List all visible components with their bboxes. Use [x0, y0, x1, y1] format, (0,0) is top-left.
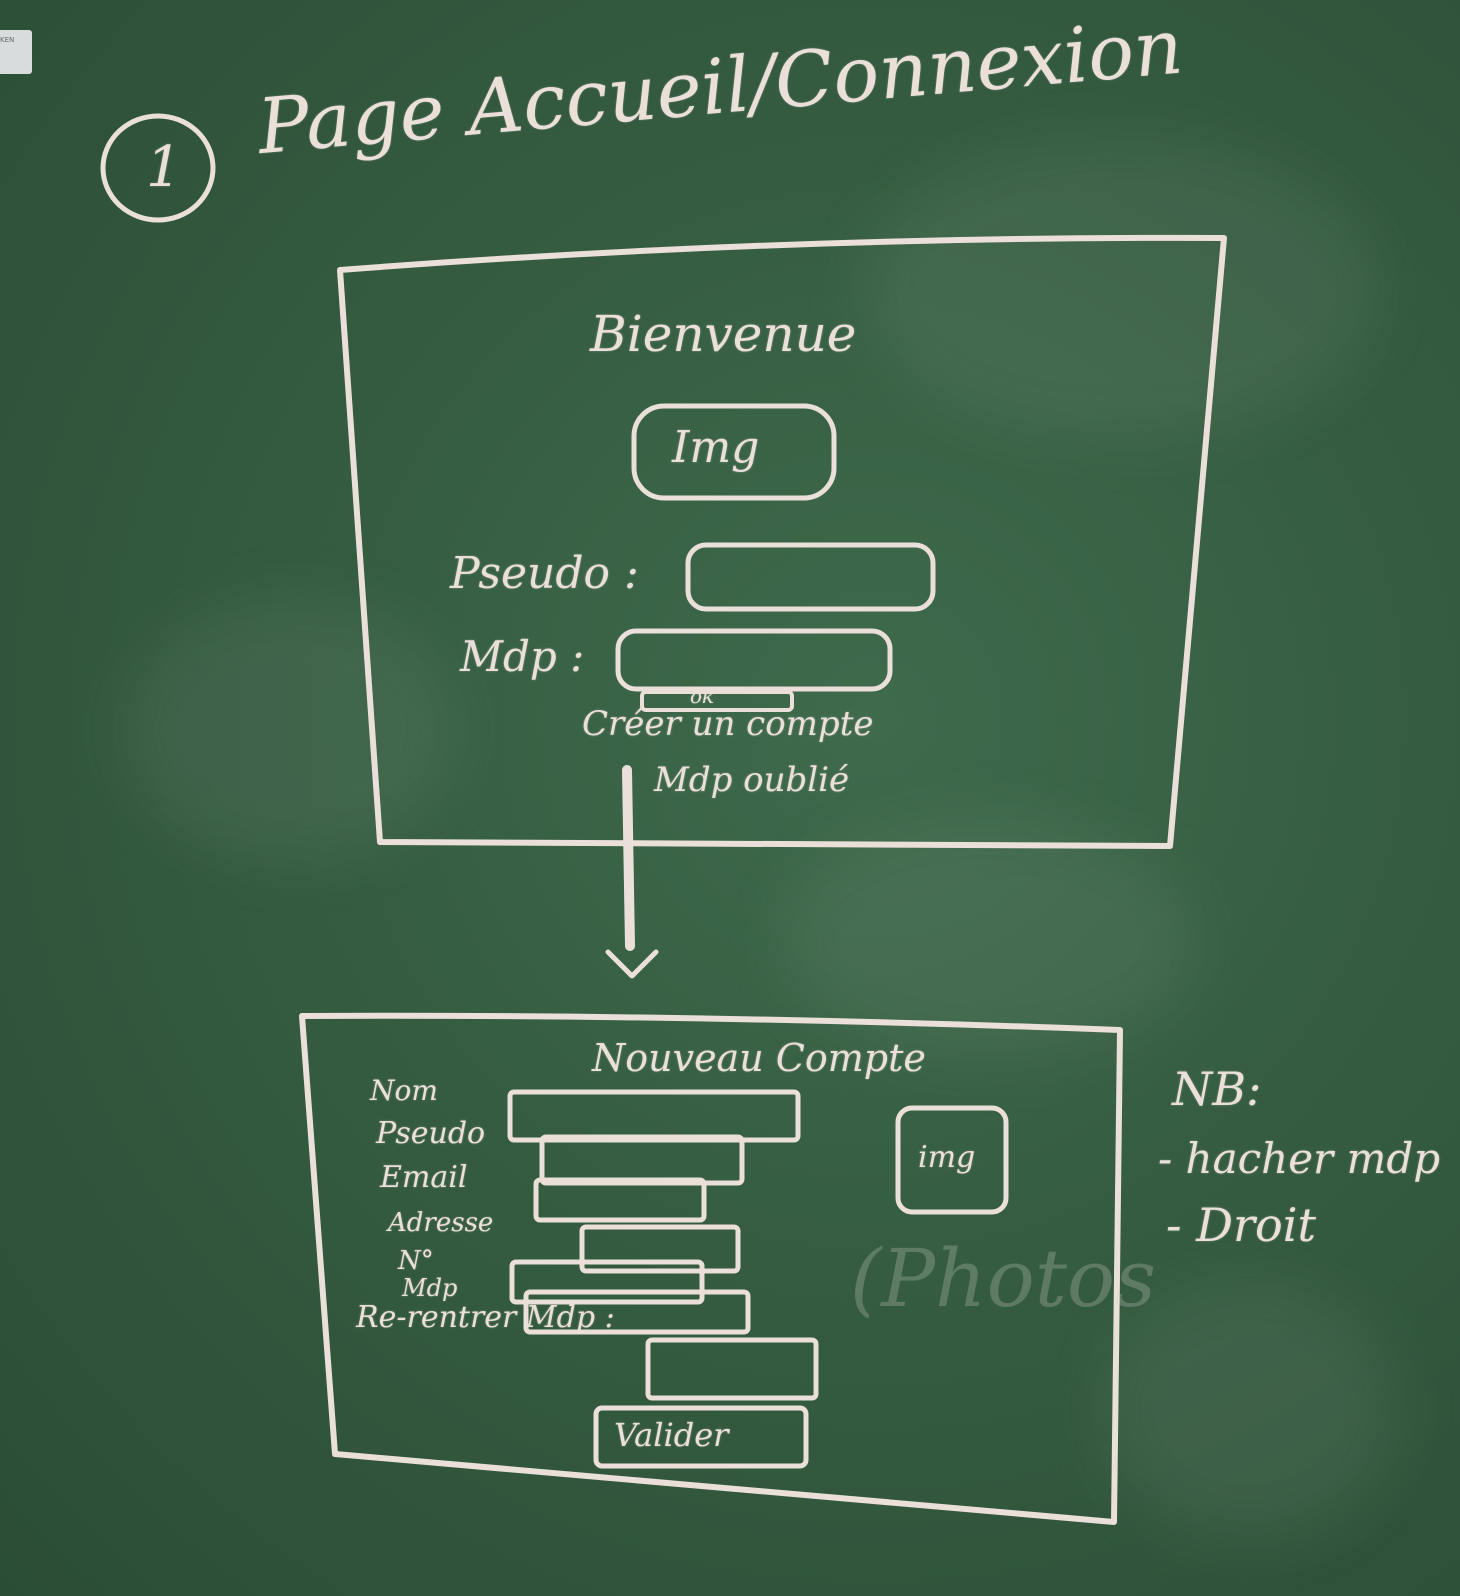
flow-arrowhead: [605, 949, 659, 979]
field-label-mdp: Mdp: [402, 1274, 458, 1302]
field-label-nom: Nom: [370, 1074, 438, 1107]
flow-arrow: [622, 765, 635, 951]
password-input: [615, 628, 893, 692]
signup-image-label: img: [918, 1140, 976, 1175]
email-input: [533, 1177, 707, 1223]
title-number: 1: [146, 135, 182, 200]
login-frame: [337, 234, 1227, 849]
field-label-confirm-mdp: Re-rentrer Mdp :: [356, 1300, 615, 1335]
notes-heading: NB:: [1172, 1062, 1262, 1116]
note-rights: - Droit: [1166, 1198, 1316, 1252]
signup-heading: Nouveau Compte: [592, 1036, 926, 1080]
signup-frame: [299, 1012, 1123, 1525]
pseudo-label: Pseudo :: [450, 548, 639, 599]
ok-button: [640, 690, 794, 712]
field-label-numero: N°: [398, 1246, 434, 1276]
forgot-password-link[interactable]: Mdp oublié: [654, 760, 850, 800]
submit-button: [593, 1405, 809, 1469]
pseudo-input: [685, 542, 936, 612]
pseudo-field-input: [539, 1134, 745, 1186]
confirm-mdp-input: [645, 1337, 819, 1401]
submit-label: Valider: [614, 1416, 729, 1454]
title-number-circle: [100, 113, 216, 223]
note-hash-password: - hacher mdp: [1158, 1134, 1441, 1183]
login-heading: Bienvenue: [590, 305, 857, 363]
create-account-link[interactable]: Créer un compte: [582, 704, 874, 744]
login-image-label: Img: [672, 422, 760, 473]
password-label: Mdp :: [460, 632, 585, 681]
field-label-adresse: Adresse: [388, 1208, 494, 1238]
field-label-email: Email: [380, 1160, 468, 1195]
adresse-input: [579, 1224, 741, 1274]
numero-input: [509, 1259, 705, 1305]
nom-input: [507, 1089, 801, 1143]
signup-image-box: [895, 1105, 1009, 1215]
field-label-pseudo: Pseudo: [376, 1116, 486, 1151]
ok-label: ok: [690, 684, 715, 708]
mdp-input: [523, 1289, 751, 1335]
corner-sticker: KEN: [0, 30, 32, 74]
photos-note: (Photos: [850, 1232, 1157, 1325]
login-image-box: [631, 403, 837, 501]
